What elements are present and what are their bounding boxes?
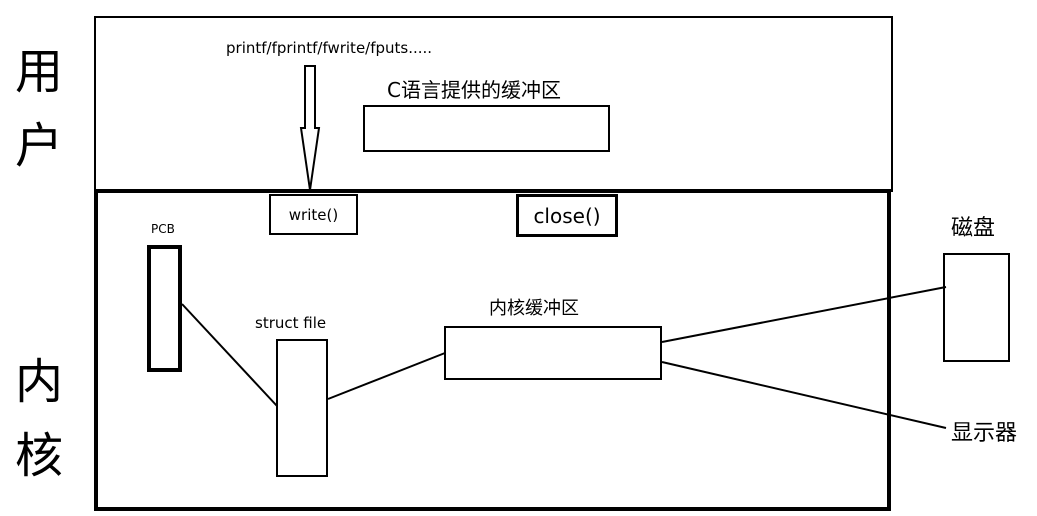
close-call-label: close() — [533, 203, 601, 228]
user-layer-label-char-1: 用 — [15, 44, 64, 100]
write-call-label: write() — [288, 205, 339, 224]
pcb-box — [147, 245, 182, 372]
kernel-buffer-box — [444, 326, 662, 380]
user-space-region — [94, 16, 893, 192]
write-call-box: write() — [269, 194, 358, 235]
struct-file-box — [276, 339, 328, 477]
disk-label: 磁盘 — [951, 216, 996, 241]
kernel-layer-label-char-2: 核 — [15, 428, 64, 484]
struct-file-label: struct file — [255, 314, 327, 332]
pcb-label: PCB — [151, 222, 175, 236]
kernel-space-region — [94, 189, 891, 511]
disk-box — [943, 253, 1010, 362]
c-buffer-box — [363, 105, 610, 152]
user-layer-label-char-2: 户 — [15, 118, 64, 174]
kernel-buffer-label: 内核缓冲区 — [489, 298, 579, 319]
display-label: 显示器 — [951, 421, 1018, 446]
c-buffer-label: C语言提供的缓冲区 — [387, 78, 561, 102]
kernel-layer-label-char-1: 内 — [15, 354, 64, 410]
call-chain-label: printf/fprintf/fwrite/fputs..... — [226, 39, 433, 57]
close-call-box: close() — [516, 194, 618, 237]
